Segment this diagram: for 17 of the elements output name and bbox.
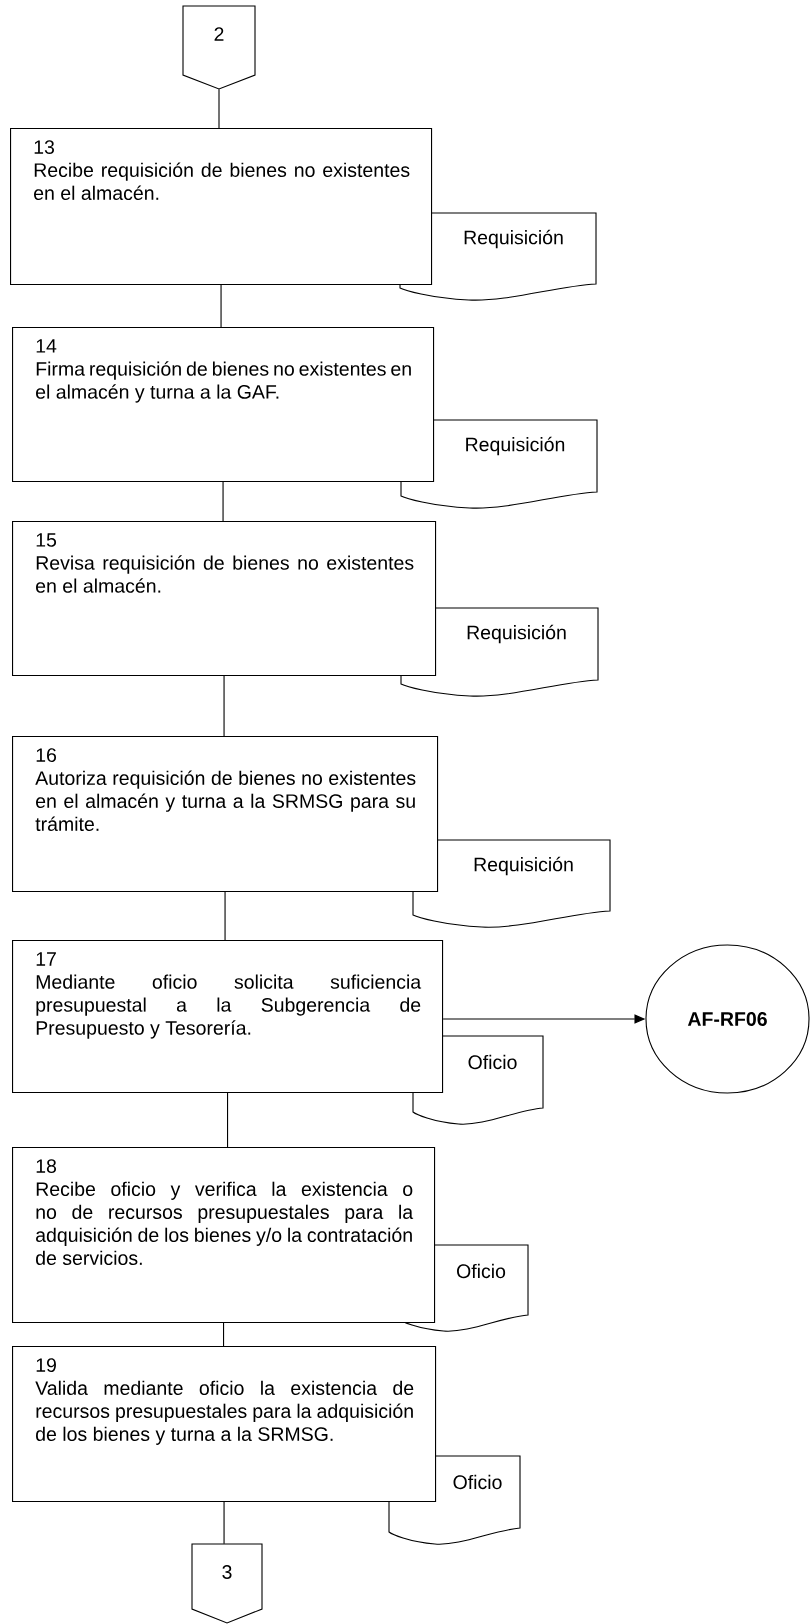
connector-line	[223, 1501, 225, 1545]
process-box: 18 Recibe oficio y verifica la existencia o no de recursos presupuestales para la adquisición de los bienes y/o la contratación de servicios.	[12, 1147, 436, 1324]
connector-line	[223, 1322, 225, 1347]
connector-line	[218, 88, 220, 129]
process-box: 16 Autoriza requisición de bienes no existentes en el almacén y turna a la SRMSG para su trámite.	[12, 736, 439, 893]
connector-line	[220, 284, 222, 328]
process-box: 14 Firma requisición de bienes no existentes en el almacén y turna a la GAF.	[12, 327, 435, 483]
off-page-connector: 3	[191, 1543, 263, 1624]
connector-line	[224, 891, 226, 941]
off-page-connector: 2	[182, 5, 256, 90]
connector-line	[223, 675, 225, 737]
process-box: 15 Revisa requisición de bienes no existentes en el almacén.	[12, 521, 437, 677]
connector-line	[227, 1092, 229, 1148]
process-box: 19 Valida mediante oficio la existencia de recursos presupuestales para la adquisición de los bienes y turna a la SRMSG.	[12, 1346, 437, 1503]
process-box: 13 Recibe requisición de bienes no existentes en el almacén.	[10, 128, 433, 286]
process-box: 17 Mediante oficio solicita suficiencia presupuestal a la Subgerencia de Presupuesto y Tesorería.	[12, 940, 444, 1094]
connector-line	[222, 481, 224, 522]
